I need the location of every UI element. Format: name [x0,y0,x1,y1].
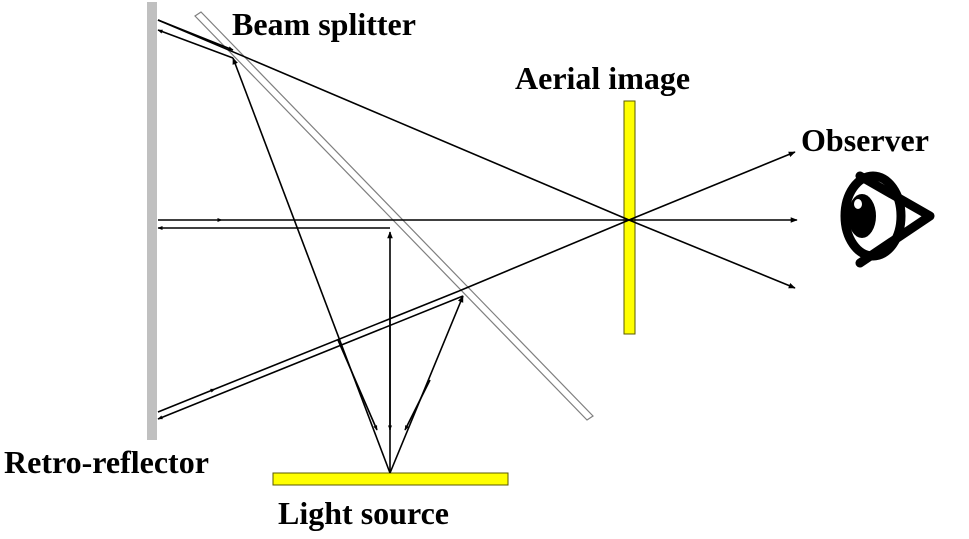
observer-label: Observer [801,122,929,158]
ray-bottom-from-reflector [157,388,216,413]
ray-observer-up [628,151,796,221]
ray-observer-down [628,219,796,289]
ray-bottom-from-reflector-continue [214,290,460,390]
retro-reflector-bar [147,2,157,440]
ray-bottom-to-reflector [157,295,464,420]
beam-splitter-label: Beam splitter [232,6,416,42]
ray-top-converge [157,19,630,221]
ray-return-left [337,339,378,431]
retro-reflector-label: Retro-reflector [4,444,209,480]
aerial-image-label: Aerial image [515,60,691,96]
beam-splitter-plate [194,11,594,421]
ray-return-right [404,379,431,431]
light-source-label: Light source [278,495,449,531]
ray-top-to-reflector [157,29,234,59]
light-source-bar [272,472,509,486]
ray-source-to-splitter-bottom [389,295,464,474]
ray-source-to-splitter-top [232,57,391,474]
ray-bottom-converge [458,219,630,292]
eye-icon [840,171,935,268]
